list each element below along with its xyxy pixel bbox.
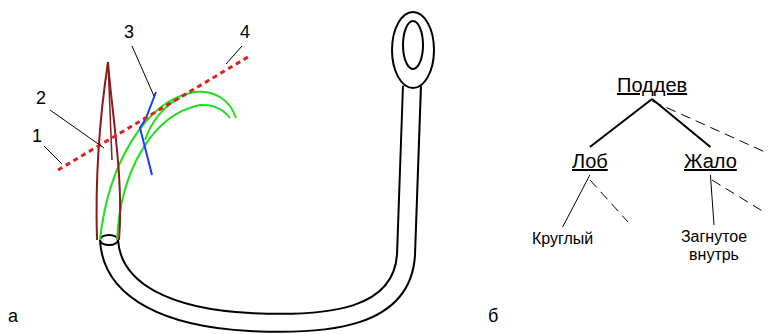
panel-letter: б (488, 306, 498, 327)
leader-line (132, 46, 154, 96)
point-spear-edge (108, 62, 112, 160)
node-text: Жало (684, 150, 737, 173)
tree-branch (590, 99, 652, 147)
barb (140, 92, 156, 175)
axis-line (58, 57, 248, 170)
tree-node: Жало (684, 150, 737, 173)
callout-number: 4 (240, 22, 250, 43)
tree-branch (652, 99, 710, 147)
tree-node: Лоб (572, 150, 608, 173)
leader-line (44, 146, 62, 164)
hook-shank-inner (109, 84, 412, 323)
node-text: Лоб (572, 150, 608, 173)
node-text: Поддев (617, 74, 687, 97)
callout-number: 1 (32, 126, 42, 147)
tree-node: Поддев (617, 74, 687, 97)
node-text: Загнутое внутрь (666, 228, 762, 265)
leader-line (226, 46, 242, 64)
hook-eye (392, 12, 434, 88)
dashed-branch (712, 180, 764, 212)
hook-end (100, 235, 118, 245)
hook-shank (109, 86, 412, 323)
leader-line (50, 110, 104, 148)
point-curve (117, 105, 230, 240)
callout-number: 2 (36, 88, 46, 109)
panel-letter: а (8, 306, 18, 327)
point-spear (97, 62, 121, 240)
tree-branch (710, 175, 714, 225)
tree-node: Загнутое внутрь (666, 228, 762, 265)
tree-branch (563, 175, 590, 227)
dashed-branch (590, 180, 628, 222)
node-text: Круглый (532, 230, 593, 248)
tree-node: Круглый (532, 230, 593, 248)
hook-eye-hole (403, 21, 423, 69)
callout-number: 3 (124, 22, 134, 43)
